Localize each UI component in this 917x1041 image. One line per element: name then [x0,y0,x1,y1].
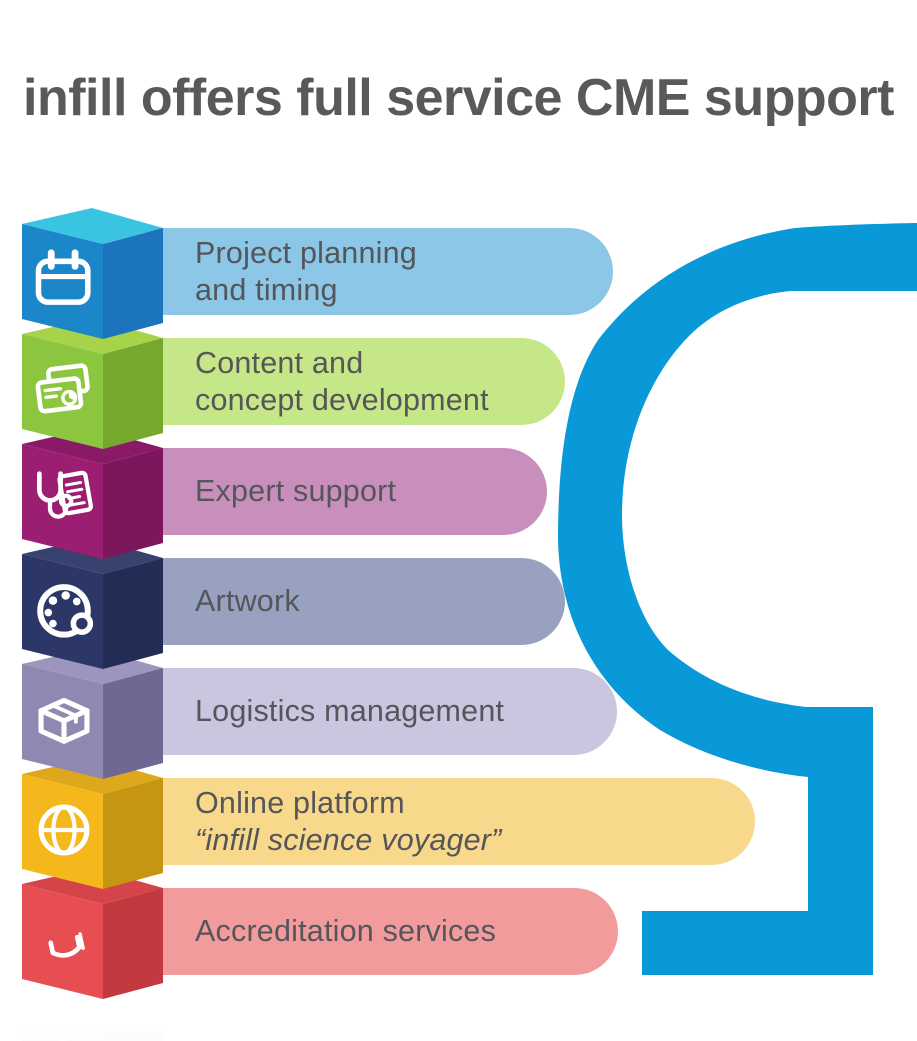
service-pill-artwork: Artwork [150,558,565,645]
cube-side-face [103,448,163,559]
service-pill-online-platform: Online platform“infill science voyager” [150,778,755,865]
service-pill-logistics-management: Logistics management [150,668,617,755]
palette-icon [37,584,94,638]
big-c-shape-path [558,223,917,975]
service-label: “infill science voyager” [195,822,502,857]
service-cube-online-platform [22,758,163,889]
service-label: Accreditation services [195,914,497,948]
service-label: Artwork [195,584,300,618]
service-pill-expert-support: Expert support [150,448,547,535]
cube-side-face [103,888,163,999]
page-title: infill offers full service CME support [23,69,894,127]
service-cube-project-planning [22,208,163,339]
cube-side-face [103,558,163,669]
cube-side-face [103,668,163,779]
service-pill-accreditation-services: Accreditation services [150,888,618,975]
calendar-icon [35,249,91,305]
service-label: Expert support [195,474,397,508]
service-label: Logistics management [195,694,505,728]
stethoscope-icon [37,470,93,519]
service-cube-accreditation-services [22,868,163,999]
box-icon [38,697,90,744]
cube-side-face [103,228,163,339]
service-label: Project planning [195,235,417,270]
slides-icon [35,363,90,414]
cube-side-face [103,999,163,1041]
cube-front-face [22,884,103,999]
cube-front-face [22,999,103,1041]
service-label: and timing [195,272,338,307]
cube-reflection [22,999,163,1041]
cube-top-face [22,208,163,244]
graduation-cap-icon [48,932,85,958]
cube-side-face [103,778,163,889]
service-label: concept development [195,382,489,417]
service-label: Content and [195,345,364,380]
service-cube-expert-support [22,428,163,559]
cube-front-face [22,554,103,669]
cube-front-face [22,224,103,339]
cube-side-face [103,338,163,449]
globe-icon [38,804,90,856]
service-label: Online platform [195,785,405,820]
